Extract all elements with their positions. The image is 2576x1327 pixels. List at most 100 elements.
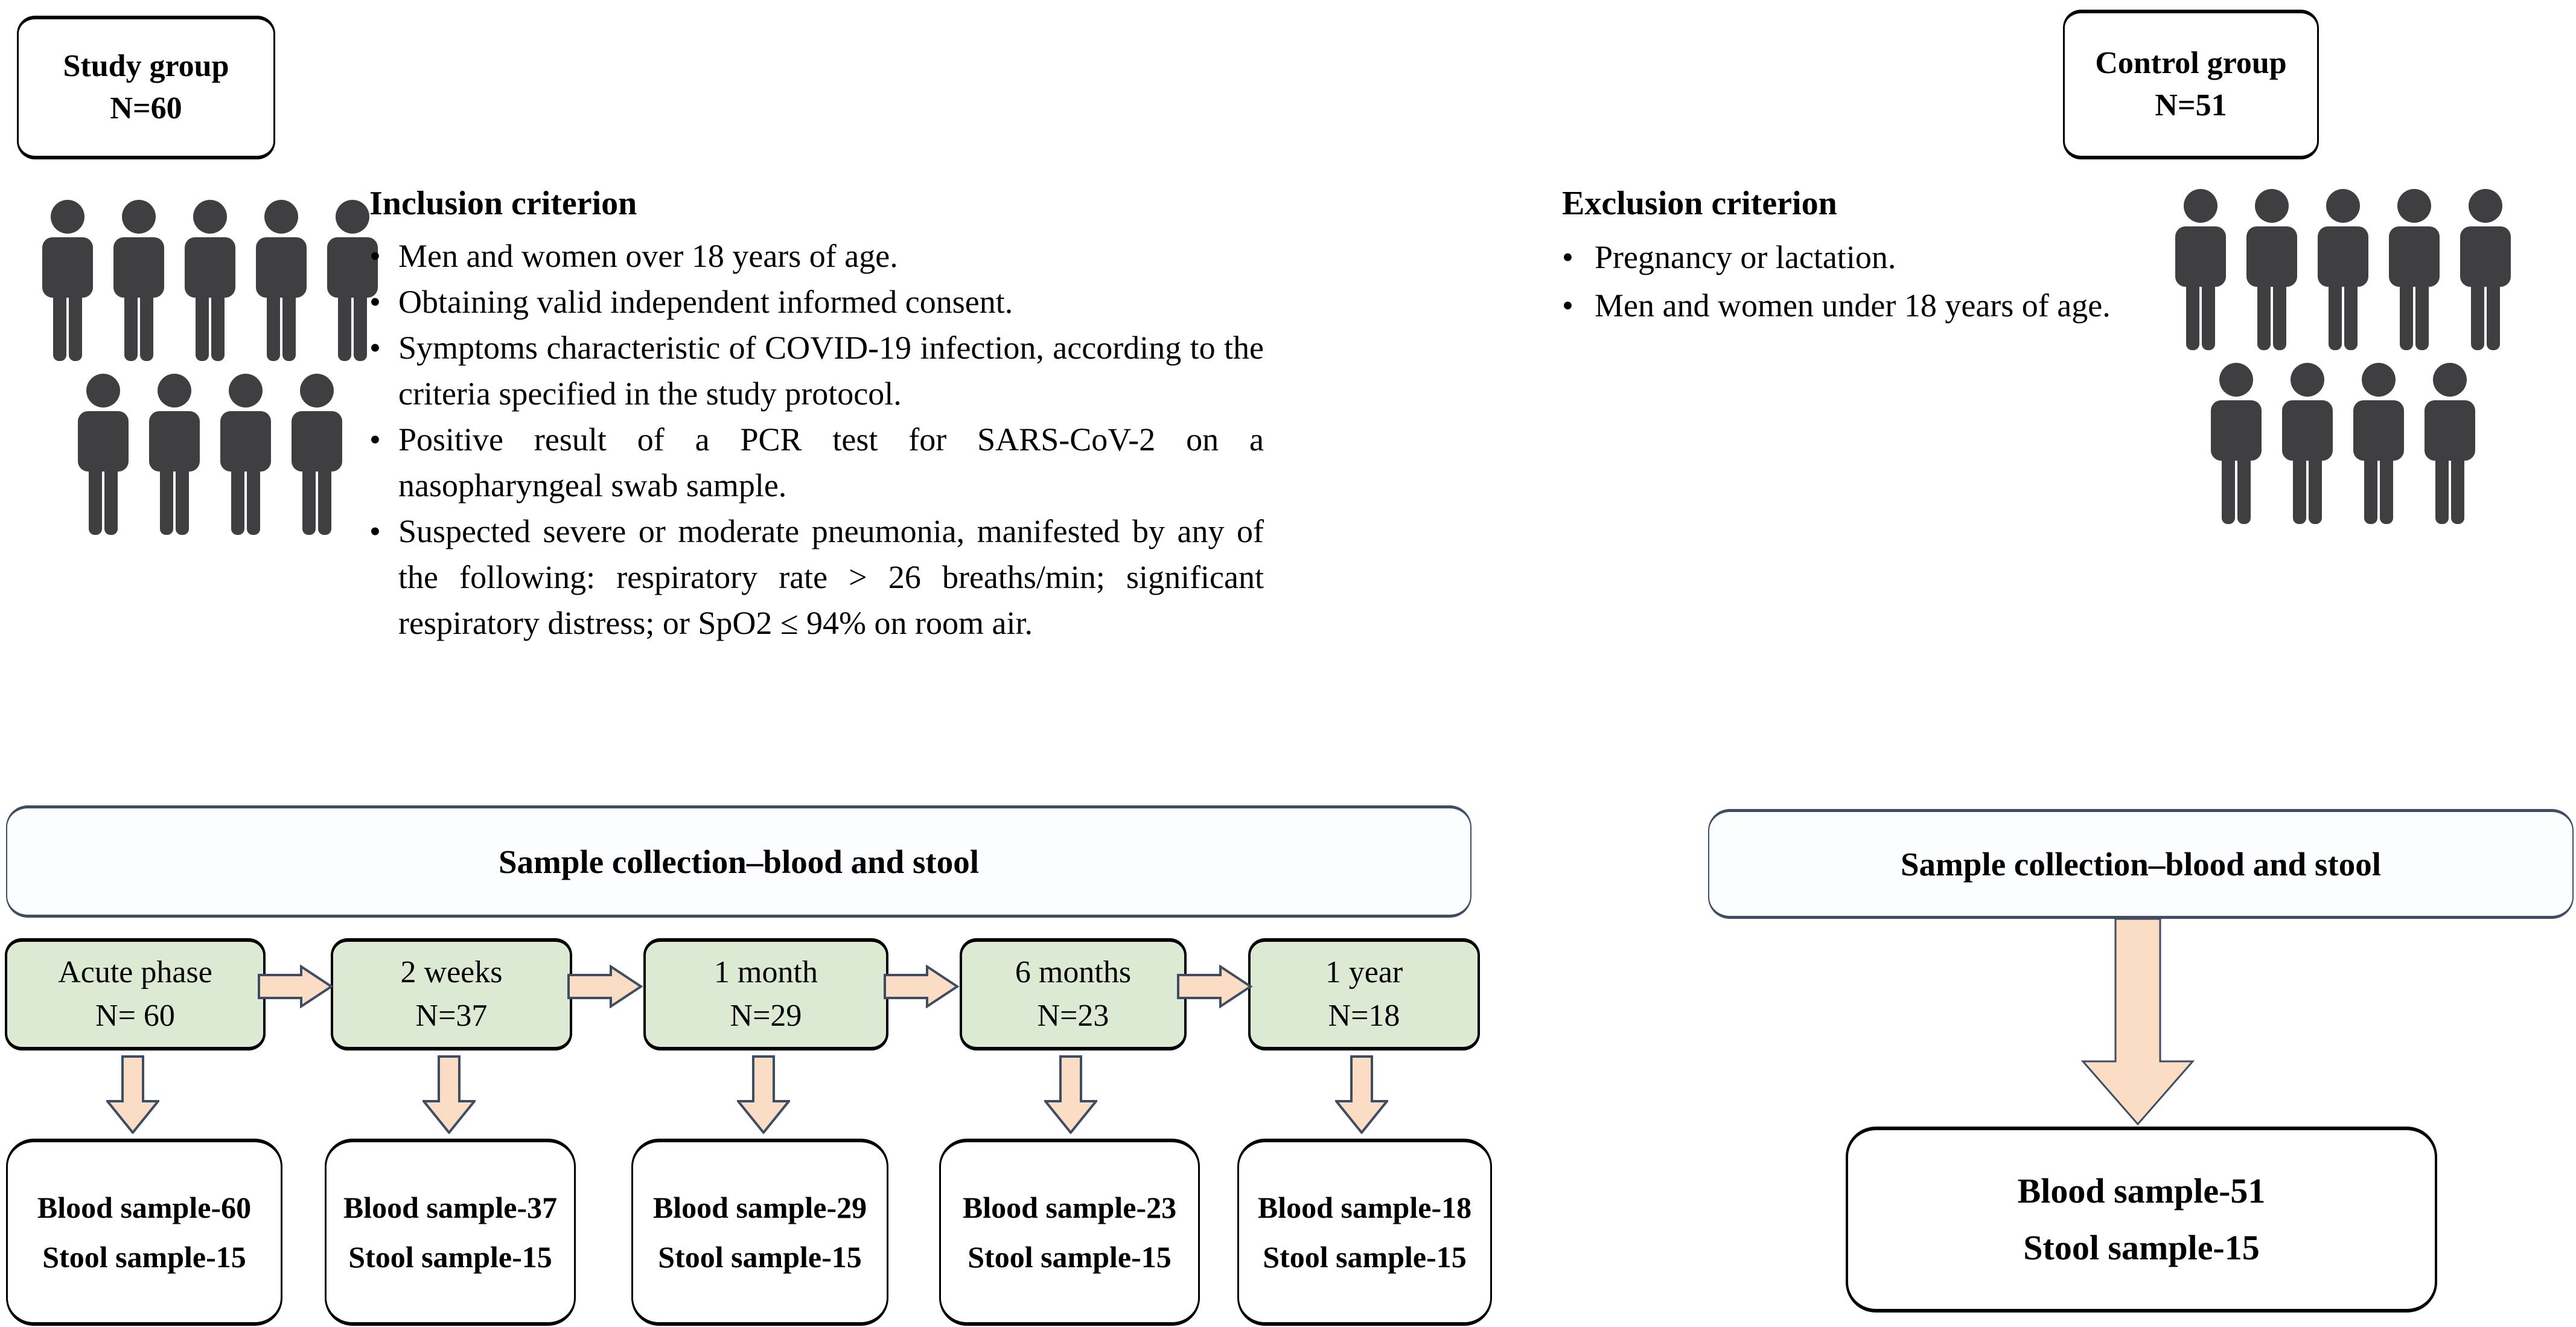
arrow-down-icon bbox=[106, 1055, 159, 1134]
left-sample-collection-title: Sample collection–blood and stool bbox=[498, 843, 980, 880]
bullet-icon: • bbox=[369, 330, 381, 366]
control-samples-box: Blood sample-51 Stool sample-15 bbox=[1846, 1127, 2437, 1313]
stool-sample-count: Stool sample-15 bbox=[968, 1240, 1172, 1274]
person-icon bbox=[2425, 363, 2475, 524]
stage-n: N= 60 bbox=[95, 999, 175, 1033]
stool-sample-count: Stool sample-15 bbox=[42, 1240, 246, 1274]
stage-label: 6 months bbox=[1015, 955, 1132, 990]
stool-sample-count: Stool sample-15 bbox=[658, 1240, 862, 1274]
arrow-right-icon bbox=[884, 965, 958, 1008]
bullet-icon: • bbox=[369, 238, 381, 274]
inclusion-bullet: • Positive result of a PCR test for SARS… bbox=[369, 417, 1264, 508]
person-icon bbox=[2389, 189, 2440, 350]
person-icon bbox=[256, 200, 307, 361]
person-icon bbox=[2175, 189, 2226, 350]
control-group-box: Control group N=51 bbox=[2063, 10, 2319, 159]
exclusion-heading: Exclusion criterion bbox=[1562, 185, 1837, 222]
bullet-icon: • bbox=[369, 284, 381, 320]
people-row bbox=[2204, 362, 2482, 526]
inclusion-heading: Inclusion criterion bbox=[369, 185, 637, 222]
left-sample-collection-title-box: Sample collection–blood and stool bbox=[6, 805, 1471, 918]
inclusion-criteria: Inclusion criterion • Men and women over… bbox=[369, 182, 1264, 646]
exclusion-bullet-text: Pregnancy or lactation. bbox=[1595, 239, 1896, 275]
arrow-right-icon bbox=[567, 965, 642, 1008]
person-icon bbox=[78, 374, 129, 535]
bullet-icon: • bbox=[369, 513, 381, 549]
person-icon bbox=[185, 200, 235, 361]
study-group-box: Study group N=60 bbox=[17, 16, 275, 159]
stage-label: Acute phase bbox=[58, 955, 212, 990]
sample-box-acute-phase: Blood sample-60 Stool sample-15 bbox=[6, 1139, 282, 1326]
arrow-down-icon bbox=[422, 1055, 476, 1134]
exclusion-criteria: Exclusion criterion • Pregnancy or lacta… bbox=[1562, 182, 2151, 330]
inclusion-bullet-text: Obtaining valid independent informed con… bbox=[398, 284, 1013, 320]
stage-label: 1 month bbox=[714, 955, 818, 990]
stage-box-6-months: 6 months N=23 bbox=[960, 938, 1187, 1050]
stage-box-2-weeks: 2 weeks N=37 bbox=[331, 938, 572, 1050]
stage-box-1-month: 1 month N=29 bbox=[643, 938, 888, 1050]
arrow-right-icon bbox=[1177, 965, 1252, 1008]
sample-box-1-month: Blood sample-29 Stool sample-15 bbox=[631, 1139, 888, 1326]
person-icon bbox=[149, 374, 200, 535]
sample-box-1-year: Blood sample-18 Stool sample-15 bbox=[1237, 1139, 1492, 1326]
blood-sample-count: Blood sample-51 bbox=[2017, 1171, 2266, 1210]
stage-label: 1 year bbox=[1325, 955, 1403, 990]
inclusion-bullet: • Obtaining valid independent informed c… bbox=[369, 279, 1264, 325]
study-group-people-icons bbox=[34, 199, 386, 537]
person-icon bbox=[113, 200, 164, 361]
people-row bbox=[36, 199, 384, 363]
person-icon bbox=[42, 200, 93, 361]
right-sample-collection-title-box: Sample collection–blood and stool bbox=[1708, 809, 2574, 919]
stage-n: N=37 bbox=[415, 999, 488, 1033]
blood-sample-count: Blood sample-23 bbox=[962, 1191, 1177, 1224]
sample-box-6-months: Blood sample-23 Stool sample-15 bbox=[939, 1139, 1200, 1326]
big-arrow-down-icon bbox=[2082, 918, 2194, 1125]
blood-sample-count: Blood sample-60 bbox=[37, 1191, 252, 1224]
person-icon bbox=[2282, 363, 2333, 524]
exclusion-bullet: • Men and women under 18 years of age. bbox=[1562, 281, 2151, 330]
inclusion-bullet-text: Positive result of a PCR test for SARS-C… bbox=[398, 421, 1264, 504]
person-icon bbox=[2318, 189, 2368, 350]
control-group-title: Control group bbox=[2095, 46, 2287, 80]
stool-sample-count: Stool sample-15 bbox=[348, 1240, 552, 1274]
stage-label: 2 weeks bbox=[400, 955, 503, 990]
arrow-down-icon bbox=[1044, 1055, 1097, 1134]
exclusion-bullet-text: Men and women under 18 years of age. bbox=[1595, 287, 2111, 324]
arrow-down-icon bbox=[737, 1055, 790, 1134]
stage-n: N=18 bbox=[1328, 999, 1400, 1033]
inclusion-bullet-text: Suspected severe or moderate pneumonia, … bbox=[398, 513, 1264, 641]
inclusion-bullet: • Suspected severe or moderate pneumonia… bbox=[369, 508, 1264, 646]
people-row bbox=[71, 373, 349, 537]
exclusion-bullet: • Pregnancy or lactation. bbox=[1562, 233, 2151, 281]
stage-n: N=29 bbox=[730, 999, 802, 1033]
person-icon bbox=[220, 374, 271, 535]
arrow-down-icon bbox=[1335, 1055, 1388, 1134]
bullet-icon: • bbox=[1562, 239, 1573, 275]
study-group-title: Study group bbox=[63, 49, 229, 83]
stage-box-acute-phase: Acute phase N= 60 bbox=[5, 938, 266, 1050]
arrow-right-icon bbox=[258, 965, 333, 1008]
stage-box-1-year: 1 year N=18 bbox=[1248, 938, 1480, 1050]
inclusion-bullet-text: Men and women over 18 years of age. bbox=[398, 238, 898, 274]
inclusion-bullet: • Symptoms characteristic of COVID-19 in… bbox=[369, 325, 1264, 417]
control-group-people-icons bbox=[2167, 188, 2519, 526]
sample-box-2-weeks: Blood sample-37 Stool sample-15 bbox=[325, 1139, 576, 1326]
bullet-icon: • bbox=[1562, 287, 1573, 324]
person-icon bbox=[2460, 189, 2511, 350]
person-icon bbox=[292, 374, 342, 535]
person-icon bbox=[2246, 189, 2297, 350]
control-group-n: N=51 bbox=[2155, 88, 2227, 123]
blood-sample-count: Blood sample-18 bbox=[1257, 1191, 1472, 1224]
right-sample-collection-title: Sample collection–blood and stool bbox=[1900, 845, 2382, 883]
blood-sample-count: Blood sample-37 bbox=[343, 1191, 558, 1224]
stage-n: N=23 bbox=[1037, 999, 1109, 1033]
blood-sample-count: Blood sample-29 bbox=[652, 1191, 867, 1224]
stool-sample-count: Stool sample-15 bbox=[1263, 1240, 1467, 1274]
person-icon bbox=[2353, 363, 2404, 524]
inclusion-bullet-text: Symptoms characteristic of COVID-19 infe… bbox=[398, 330, 1264, 412]
inclusion-bullet: • Men and women over 18 years of age. bbox=[369, 233, 1264, 279]
person-icon bbox=[2211, 363, 2262, 524]
study-group-n: N=60 bbox=[110, 91, 182, 126]
people-row bbox=[2169, 188, 2517, 353]
